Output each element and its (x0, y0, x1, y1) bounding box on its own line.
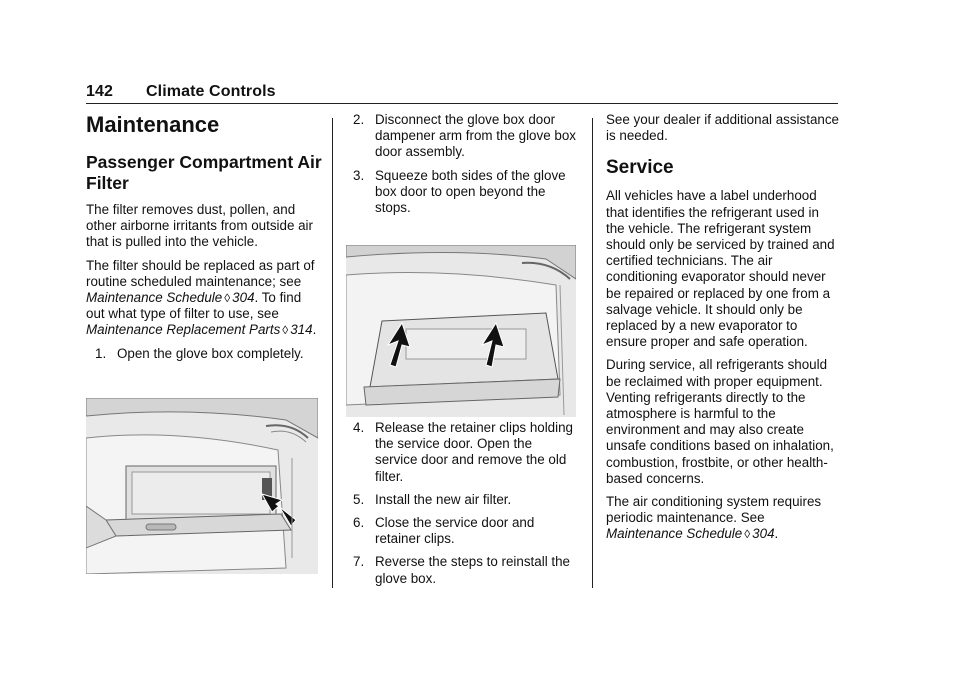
step-7: 7.Reverse the steps to reinstall the glo… (353, 554, 571, 586)
xref-arrow-icon: ◊ (224, 291, 231, 306)
step-5: 5.Install the new air filter. (353, 491, 512, 507)
page-header: 142 Climate Controls (86, 83, 276, 101)
section-title: Climate Controls (146, 83, 276, 100)
link-page-314[interactable]: 314 (290, 322, 313, 338)
paragraph-reclaim-refrigerants: During service, all refrigerants should … (606, 357, 834, 486)
paragraph-filter-purpose: The filter removes dust, pollen, and oth… (86, 202, 313, 250)
heading-maintenance: Maintenance (86, 112, 220, 137)
column-2: 2.Disconnect the glove box door dampener… (353, 112, 577, 223)
link-page-304[interactable]: 304 (232, 290, 255, 306)
xref-arrow-icon: ◊ (282, 323, 289, 338)
glove-box-open-illustration (86, 398, 318, 574)
link-maintenance-schedule-2[interactable]: Maintenance Schedule (606, 526, 743, 542)
column-divider-2 (592, 118, 593, 588)
paragraph-refrigerant-label: All vehicles have a label underhood that… (606, 188, 835, 350)
steps-list-final: 4.Release the retainer clips holding the… (353, 420, 577, 587)
heading-air-filter: Passenger Compartment Air Filter (86, 152, 322, 193)
step-1: 1.Open the glove box completely. (95, 345, 304, 361)
step-2: 2.Disconnect the glove box door dampener… (353, 112, 576, 160)
glove-box-squeeze-illustration (346, 245, 576, 417)
column-divider-1 (332, 118, 333, 588)
heading-service: Service (606, 157, 674, 179)
link-maintenance-replacement-parts[interactable]: Maintenance Replacement Parts (86, 322, 281, 338)
glove-box-squeeze-drawing (346, 245, 576, 417)
paragraph-dealer: See your dealer if additional assistance… (606, 112, 839, 144)
step-6: 6.Close the service door and retainer cl… (353, 515, 535, 547)
page-number: 142 (86, 83, 113, 100)
step-3: 3.Squeeze both sides of the glove box do… (353, 167, 566, 216)
glove-box-open-drawing (86, 398, 318, 574)
column-3: See your dealer if additional assistance… (606, 112, 840, 550)
steps-list-start: 1.Open the glove box completely. (86, 346, 322, 362)
steps-list-continued: 2.Disconnect the glove box door dampener… (353, 112, 577, 216)
column-2-lower: 4.Release the retainer clips holding the… (353, 420, 577, 594)
step-4: 4.Release the retainer clips holding the… (353, 420, 574, 484)
xref-arrow-icon: ◊ (744, 527, 751, 542)
header-rule (86, 103, 838, 104)
link-page-304-2[interactable]: 304 (752, 526, 775, 542)
paragraph-replacement: The filter should be replaced as part of… (86, 257, 317, 338)
column-1: Maintenance Passenger Compartment Air Fi… (86, 112, 322, 369)
paragraph-periodic-maintenance: The air conditioning system requires per… (606, 494, 822, 542)
link-maintenance-schedule[interactable]: Maintenance Schedule (86, 290, 223, 306)
